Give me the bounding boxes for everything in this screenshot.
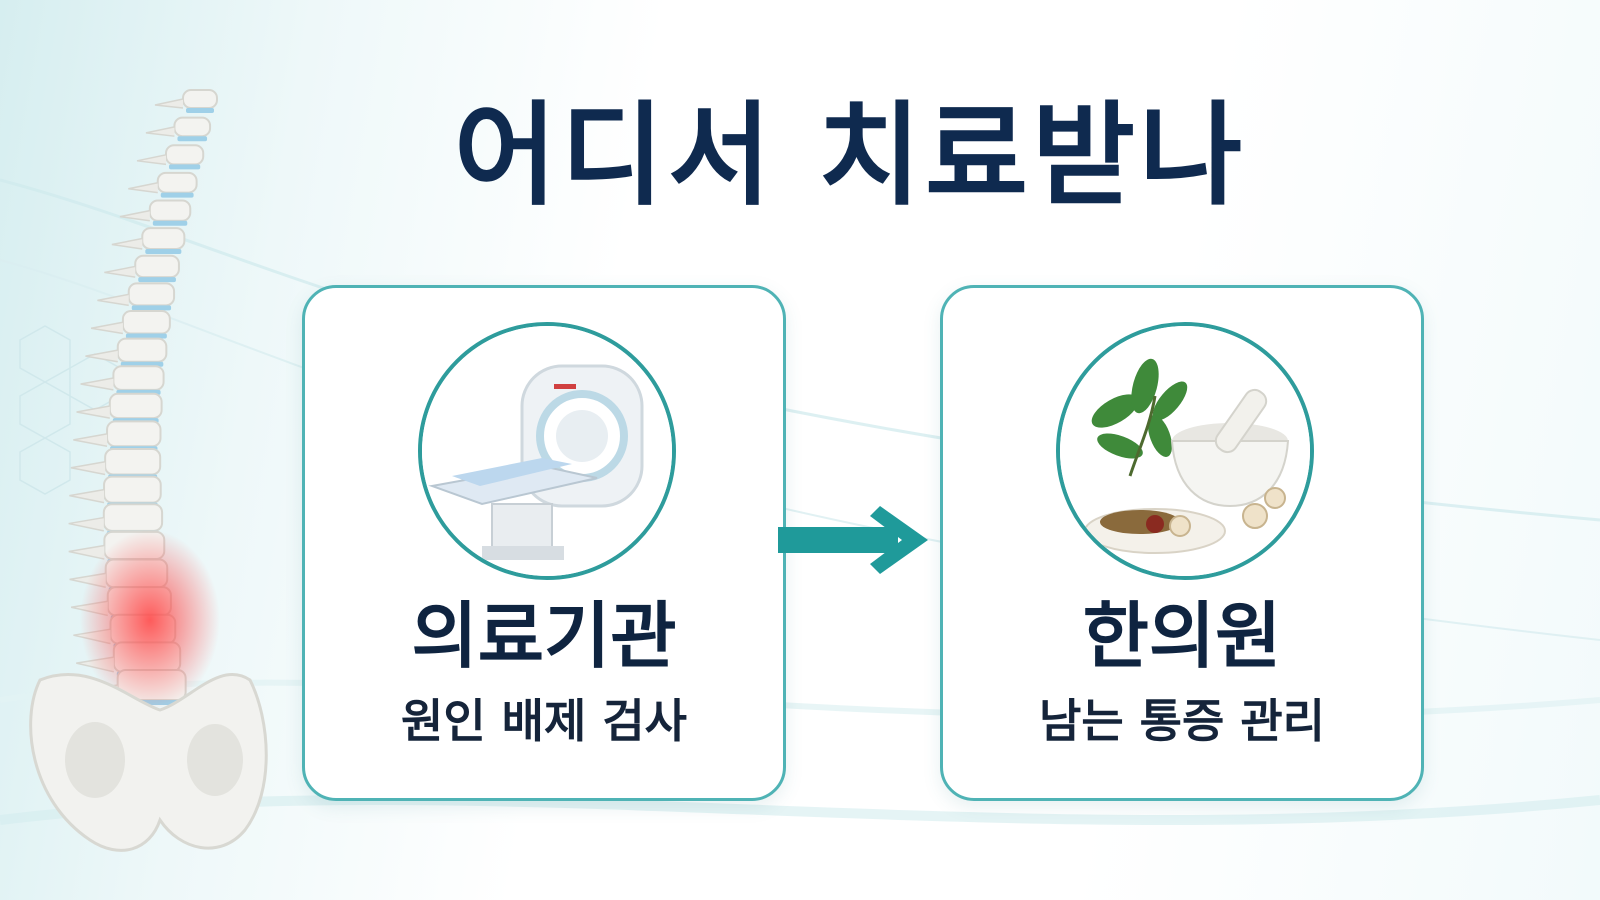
herbal-medicine-mortar-icon [1056,322,1314,580]
ct-scanner-icon [418,322,676,580]
card-title: 의료기관 [411,594,677,678]
arrow-right-icon [778,506,928,574]
korean-medicine-clinic-card: 한의원 남는 통증 관리 [940,285,1424,801]
page-title: 어디서 치료받나 [453,91,1247,221]
medical-institution-card: 의료기관 원인 배제 검사 [302,285,786,801]
card-subtitle: 원인 배제 검사 [401,694,687,748]
spine-illustration [29,89,268,852]
card-title: 한의원 [1082,594,1282,678]
pain-highlight [80,530,220,710]
card-subtitle: 남는 통증 관리 [1039,694,1325,748]
